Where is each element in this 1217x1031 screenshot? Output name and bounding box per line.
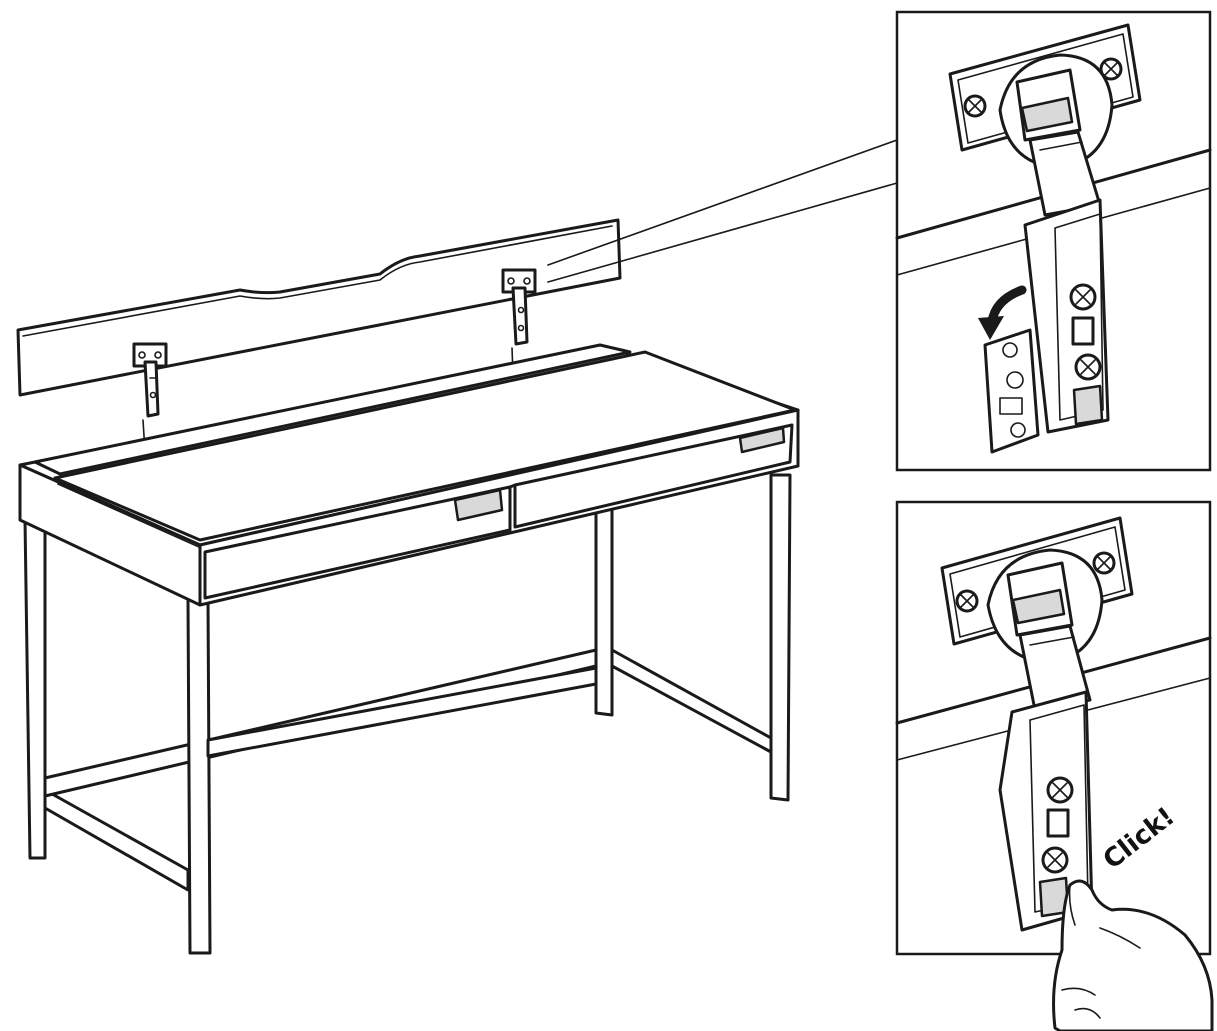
screw-icon — [955, 589, 979, 613]
back-panel — [16, 218, 622, 397]
callout-lines — [547, 139, 898, 283]
screw-icon — [1092, 551, 1116, 575]
panel-hinge-left — [132, 342, 168, 453]
finger-press-icon — [1052, 879, 1214, 1031]
screw-icon — [1074, 353, 1102, 381]
screw-icon — [1069, 283, 1097, 311]
detail-panel-b: Click! — [895, 500, 1214, 1031]
screw-icon — [1046, 776, 1074, 804]
desk — [18, 343, 800, 955]
screw-icon — [1099, 57, 1123, 81]
screw-icon — [963, 94, 987, 118]
curved-arrow-icon — [978, 285, 1027, 340]
panel-hinge-right — [501, 268, 537, 376]
detail-panel-a — [895, 10, 1212, 472]
screw-icon — [1041, 846, 1069, 874]
